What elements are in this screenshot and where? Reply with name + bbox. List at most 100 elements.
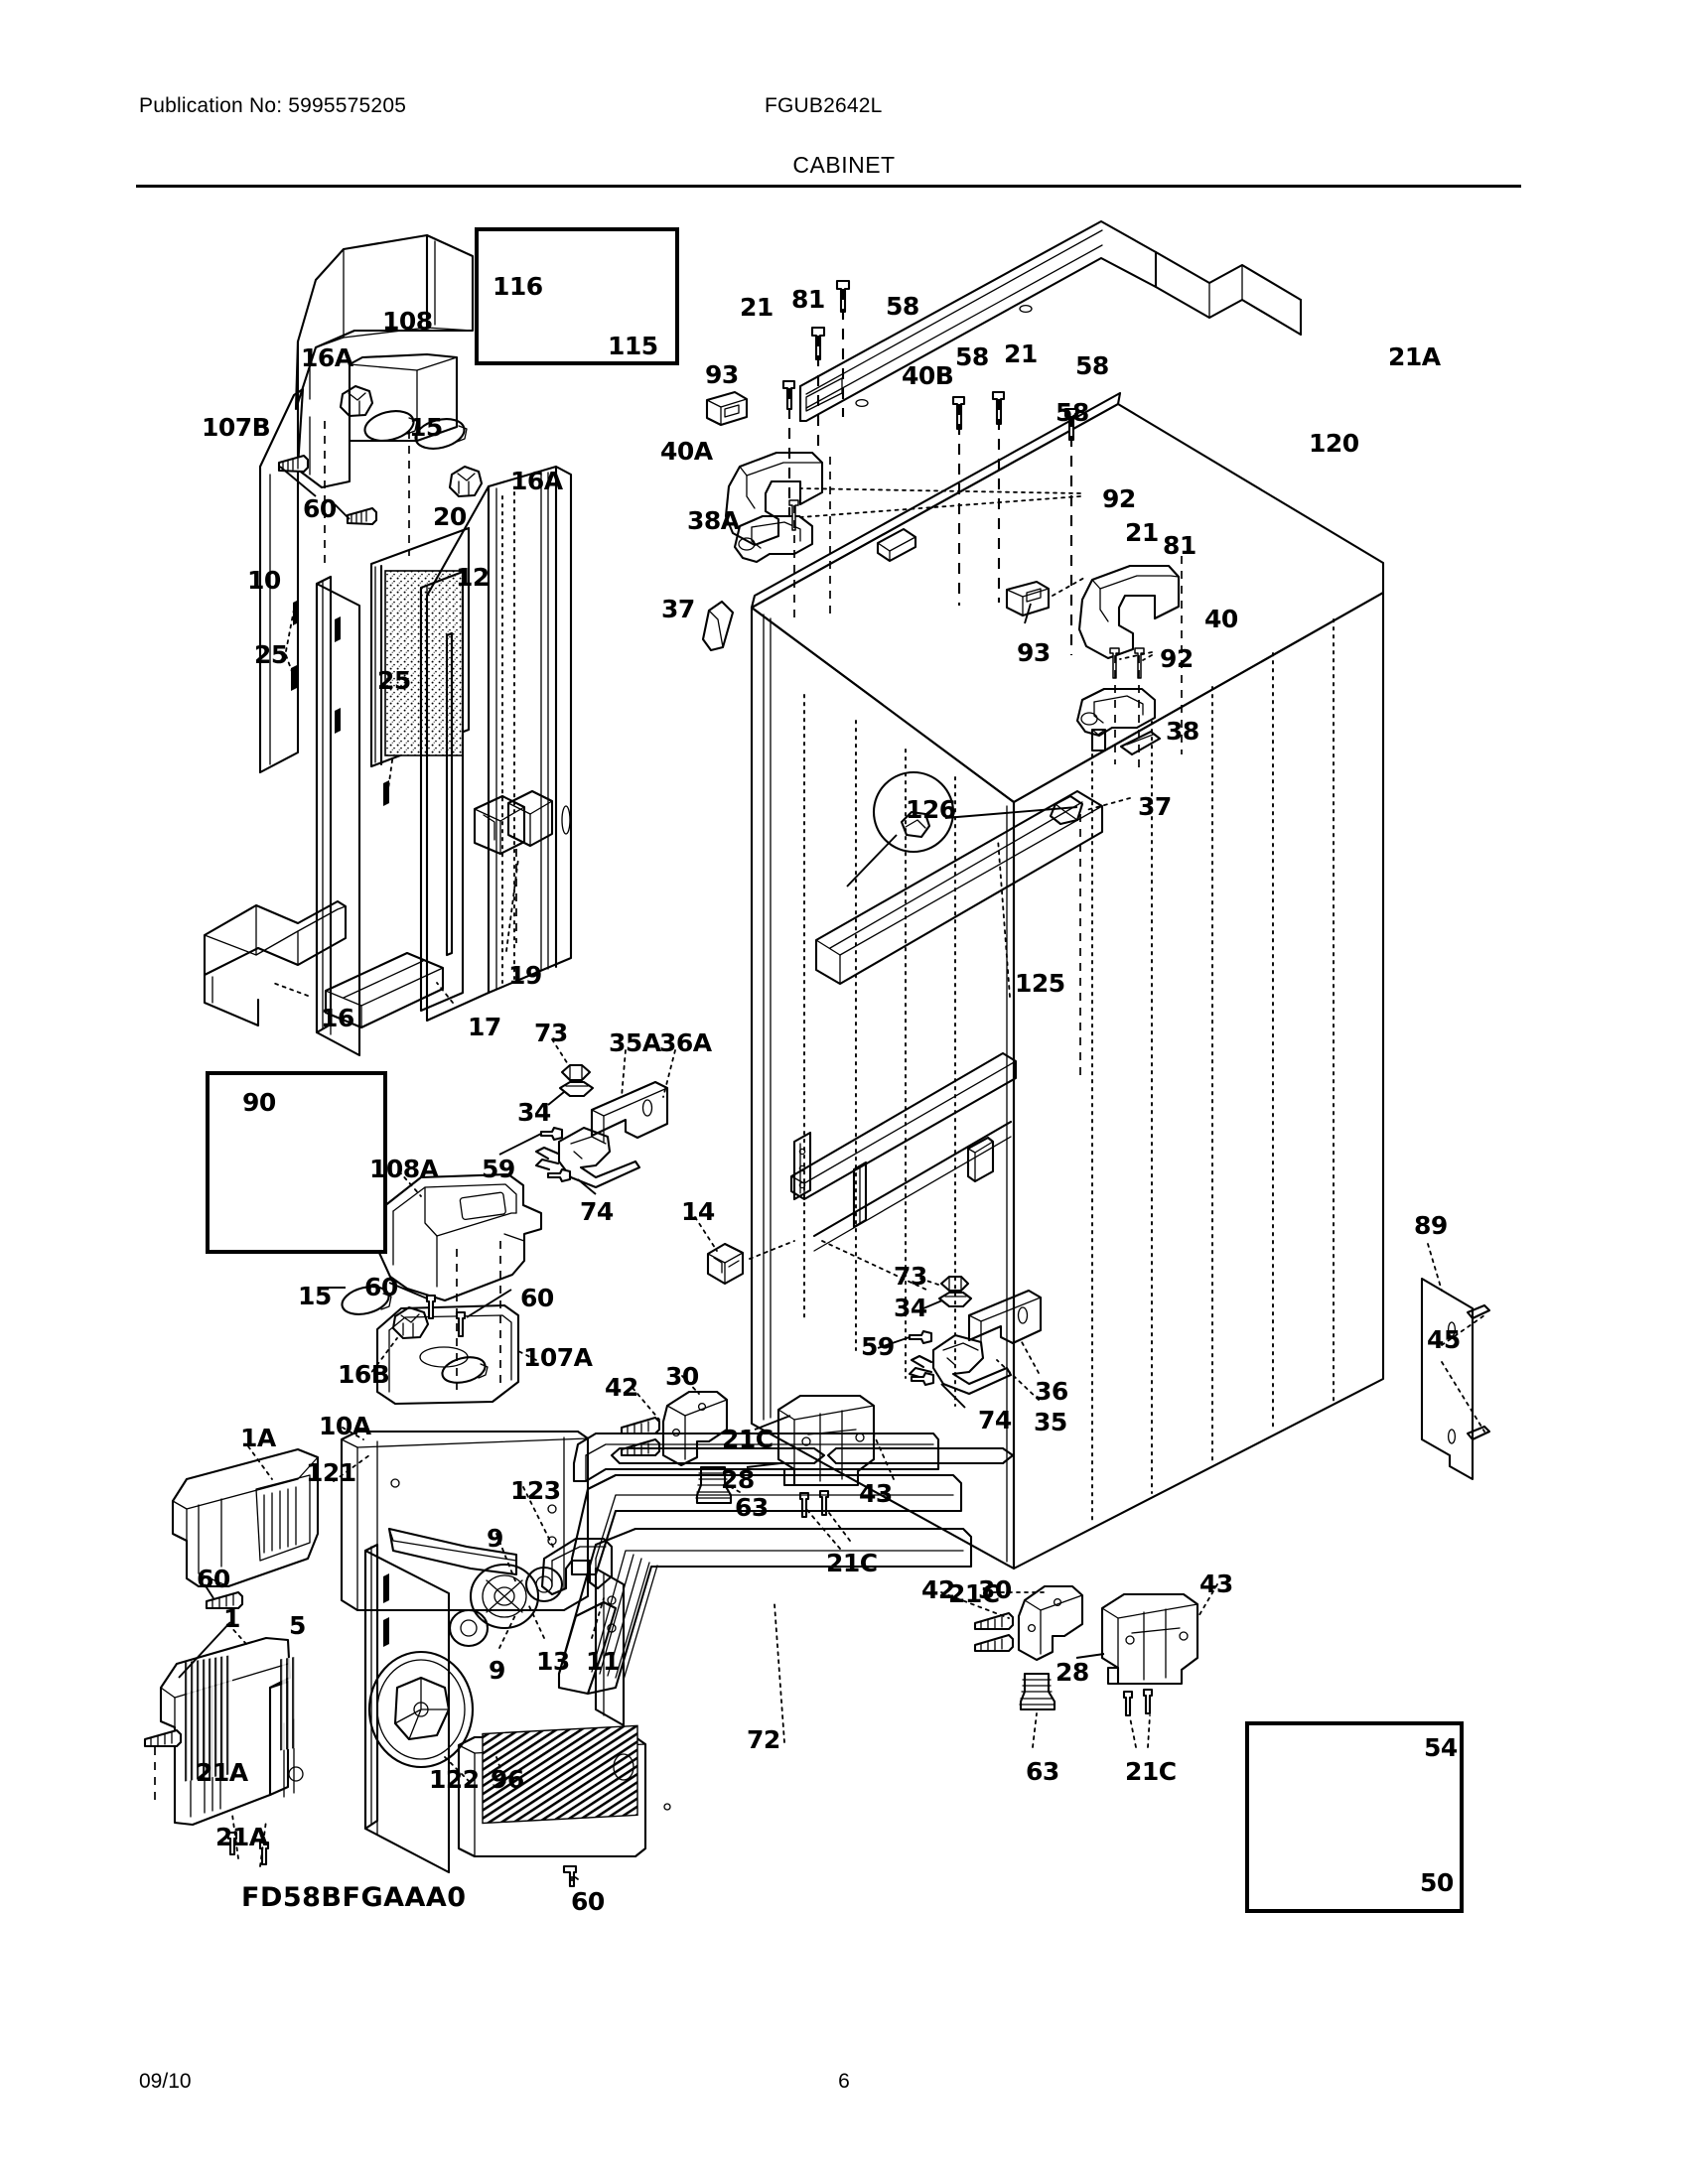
callout-40: 40 [1204, 605, 1238, 633]
callout-25: 25 [254, 640, 288, 669]
callout-74: 74 [580, 1197, 614, 1226]
callout-36a: 36A [659, 1028, 712, 1057]
callout-58: 58 [955, 342, 989, 371]
callout-59: 59 [861, 1332, 895, 1361]
callout-60: 60 [520, 1284, 554, 1312]
callout-37: 37 [661, 595, 695, 623]
callout-21: 21 [1004, 340, 1038, 368]
callout-21a: 21A [1388, 342, 1441, 371]
callout-10: 10 [247, 566, 281, 595]
callout-74: 74 [978, 1406, 1012, 1434]
callout-122: 122 [429, 1765, 480, 1794]
publication-number: Publication No: 5995575205 [139, 94, 407, 117]
callout-92: 92 [1160, 644, 1194, 673]
callout-9: 9 [489, 1656, 505, 1685]
page-title: CABINET [792, 152, 896, 178]
callout-107b: 107B [202, 413, 271, 442]
callout-30: 30 [665, 1362, 699, 1391]
callout-17: 17 [468, 1013, 501, 1041]
callout-81: 81 [1163, 531, 1196, 560]
callout-60: 60 [571, 1887, 605, 1916]
callout-36: 36 [1035, 1377, 1068, 1406]
model-code-label: FD58BFGAAA0 [241, 1882, 467, 1913]
callout-37: 37 [1138, 792, 1172, 821]
callout-20: 20 [433, 502, 467, 531]
callout-58: 58 [1075, 351, 1109, 380]
callout-108a: 108A [369, 1155, 439, 1183]
model-number: FGUB2642L [765, 94, 883, 117]
callout-73: 73 [534, 1019, 568, 1047]
callout-58: 58 [1055, 398, 1089, 427]
callout-16: 16 [321, 1004, 354, 1032]
callout-92: 92 [1102, 484, 1136, 513]
callout-28: 28 [1055, 1658, 1089, 1687]
callout-73: 73 [894, 1262, 927, 1291]
callout-35a: 35A [609, 1028, 661, 1057]
callout-125: 125 [1015, 969, 1065, 998]
callout-59: 59 [482, 1155, 515, 1183]
callout-34: 34 [517, 1098, 551, 1127]
callout-21c: 21C [1125, 1757, 1177, 1786]
callout-21: 21 [1125, 518, 1159, 547]
callout-81: 81 [791, 285, 825, 314]
callout-30: 30 [978, 1575, 1012, 1604]
callout-115: 115 [608, 332, 658, 360]
callout-21a: 21A [196, 1758, 248, 1787]
callout-10a: 10A [319, 1412, 371, 1440]
callout-96: 96 [491, 1765, 524, 1794]
callout-38a: 38A [687, 506, 740, 535]
callout-1: 1 [223, 1604, 240, 1633]
callout-60: 60 [197, 1565, 230, 1593]
callout-34: 34 [894, 1294, 927, 1322]
callout-9: 9 [487, 1524, 503, 1553]
callout-5: 5 [289, 1611, 306, 1640]
callout-25: 25 [377, 666, 411, 695]
callout-63: 63 [1026, 1757, 1059, 1786]
drip-tray-inset-frame [1245, 1721, 1464, 1913]
callout-108: 108 [382, 307, 433, 336]
callout-40b: 40B [902, 361, 954, 390]
callout-116: 116 [492, 272, 543, 301]
callout-90: 90 [242, 1088, 276, 1117]
callout-42: 42 [921, 1575, 955, 1604]
callout-40a: 40A [660, 437, 713, 466]
callout-16b: 16B [338, 1360, 390, 1389]
callout-60: 60 [303, 494, 337, 523]
dispenser-module-inset-frame [475, 227, 679, 365]
callout-21c: 21C [722, 1425, 774, 1453]
callout-35: 35 [1034, 1408, 1067, 1436]
callout-28: 28 [721, 1465, 755, 1494]
callout-38: 38 [1166, 717, 1199, 746]
callout-121: 121 [306, 1458, 356, 1487]
callout-120: 120 [1309, 429, 1359, 458]
callout-42: 42 [605, 1373, 638, 1402]
callout-50: 50 [1420, 1868, 1454, 1897]
callout-16a: 16A [510, 467, 563, 495]
callout-93: 93 [1017, 638, 1051, 667]
callout-13: 13 [536, 1647, 570, 1676]
callout-21c: 21C [948, 1579, 1000, 1608]
callout-16a: 16A [301, 343, 353, 372]
callout-21: 21 [740, 293, 774, 322]
callout-1a: 1A [240, 1424, 276, 1452]
callout-123: 123 [510, 1476, 561, 1505]
callout-93: 93 [705, 360, 739, 389]
callout-15: 15 [409, 413, 443, 442]
callout-11: 11 [586, 1647, 620, 1676]
callout-15: 15 [298, 1282, 332, 1310]
wiring-harness-inset-frame [206, 1071, 387, 1254]
callout-54: 54 [1424, 1733, 1458, 1762]
callout-89: 89 [1414, 1211, 1448, 1240]
callout-58: 58 [886, 292, 919, 321]
callout-12: 12 [456, 563, 490, 592]
callout-43: 43 [859, 1479, 893, 1508]
callout-63: 63 [735, 1493, 769, 1522]
callout-45: 45 [1427, 1325, 1461, 1354]
footer-page-number: 6 [838, 2070, 850, 2093]
callout-19: 19 [508, 961, 542, 990]
callout-107a: 107A [523, 1343, 593, 1372]
callout-21a: 21A [215, 1823, 268, 1851]
